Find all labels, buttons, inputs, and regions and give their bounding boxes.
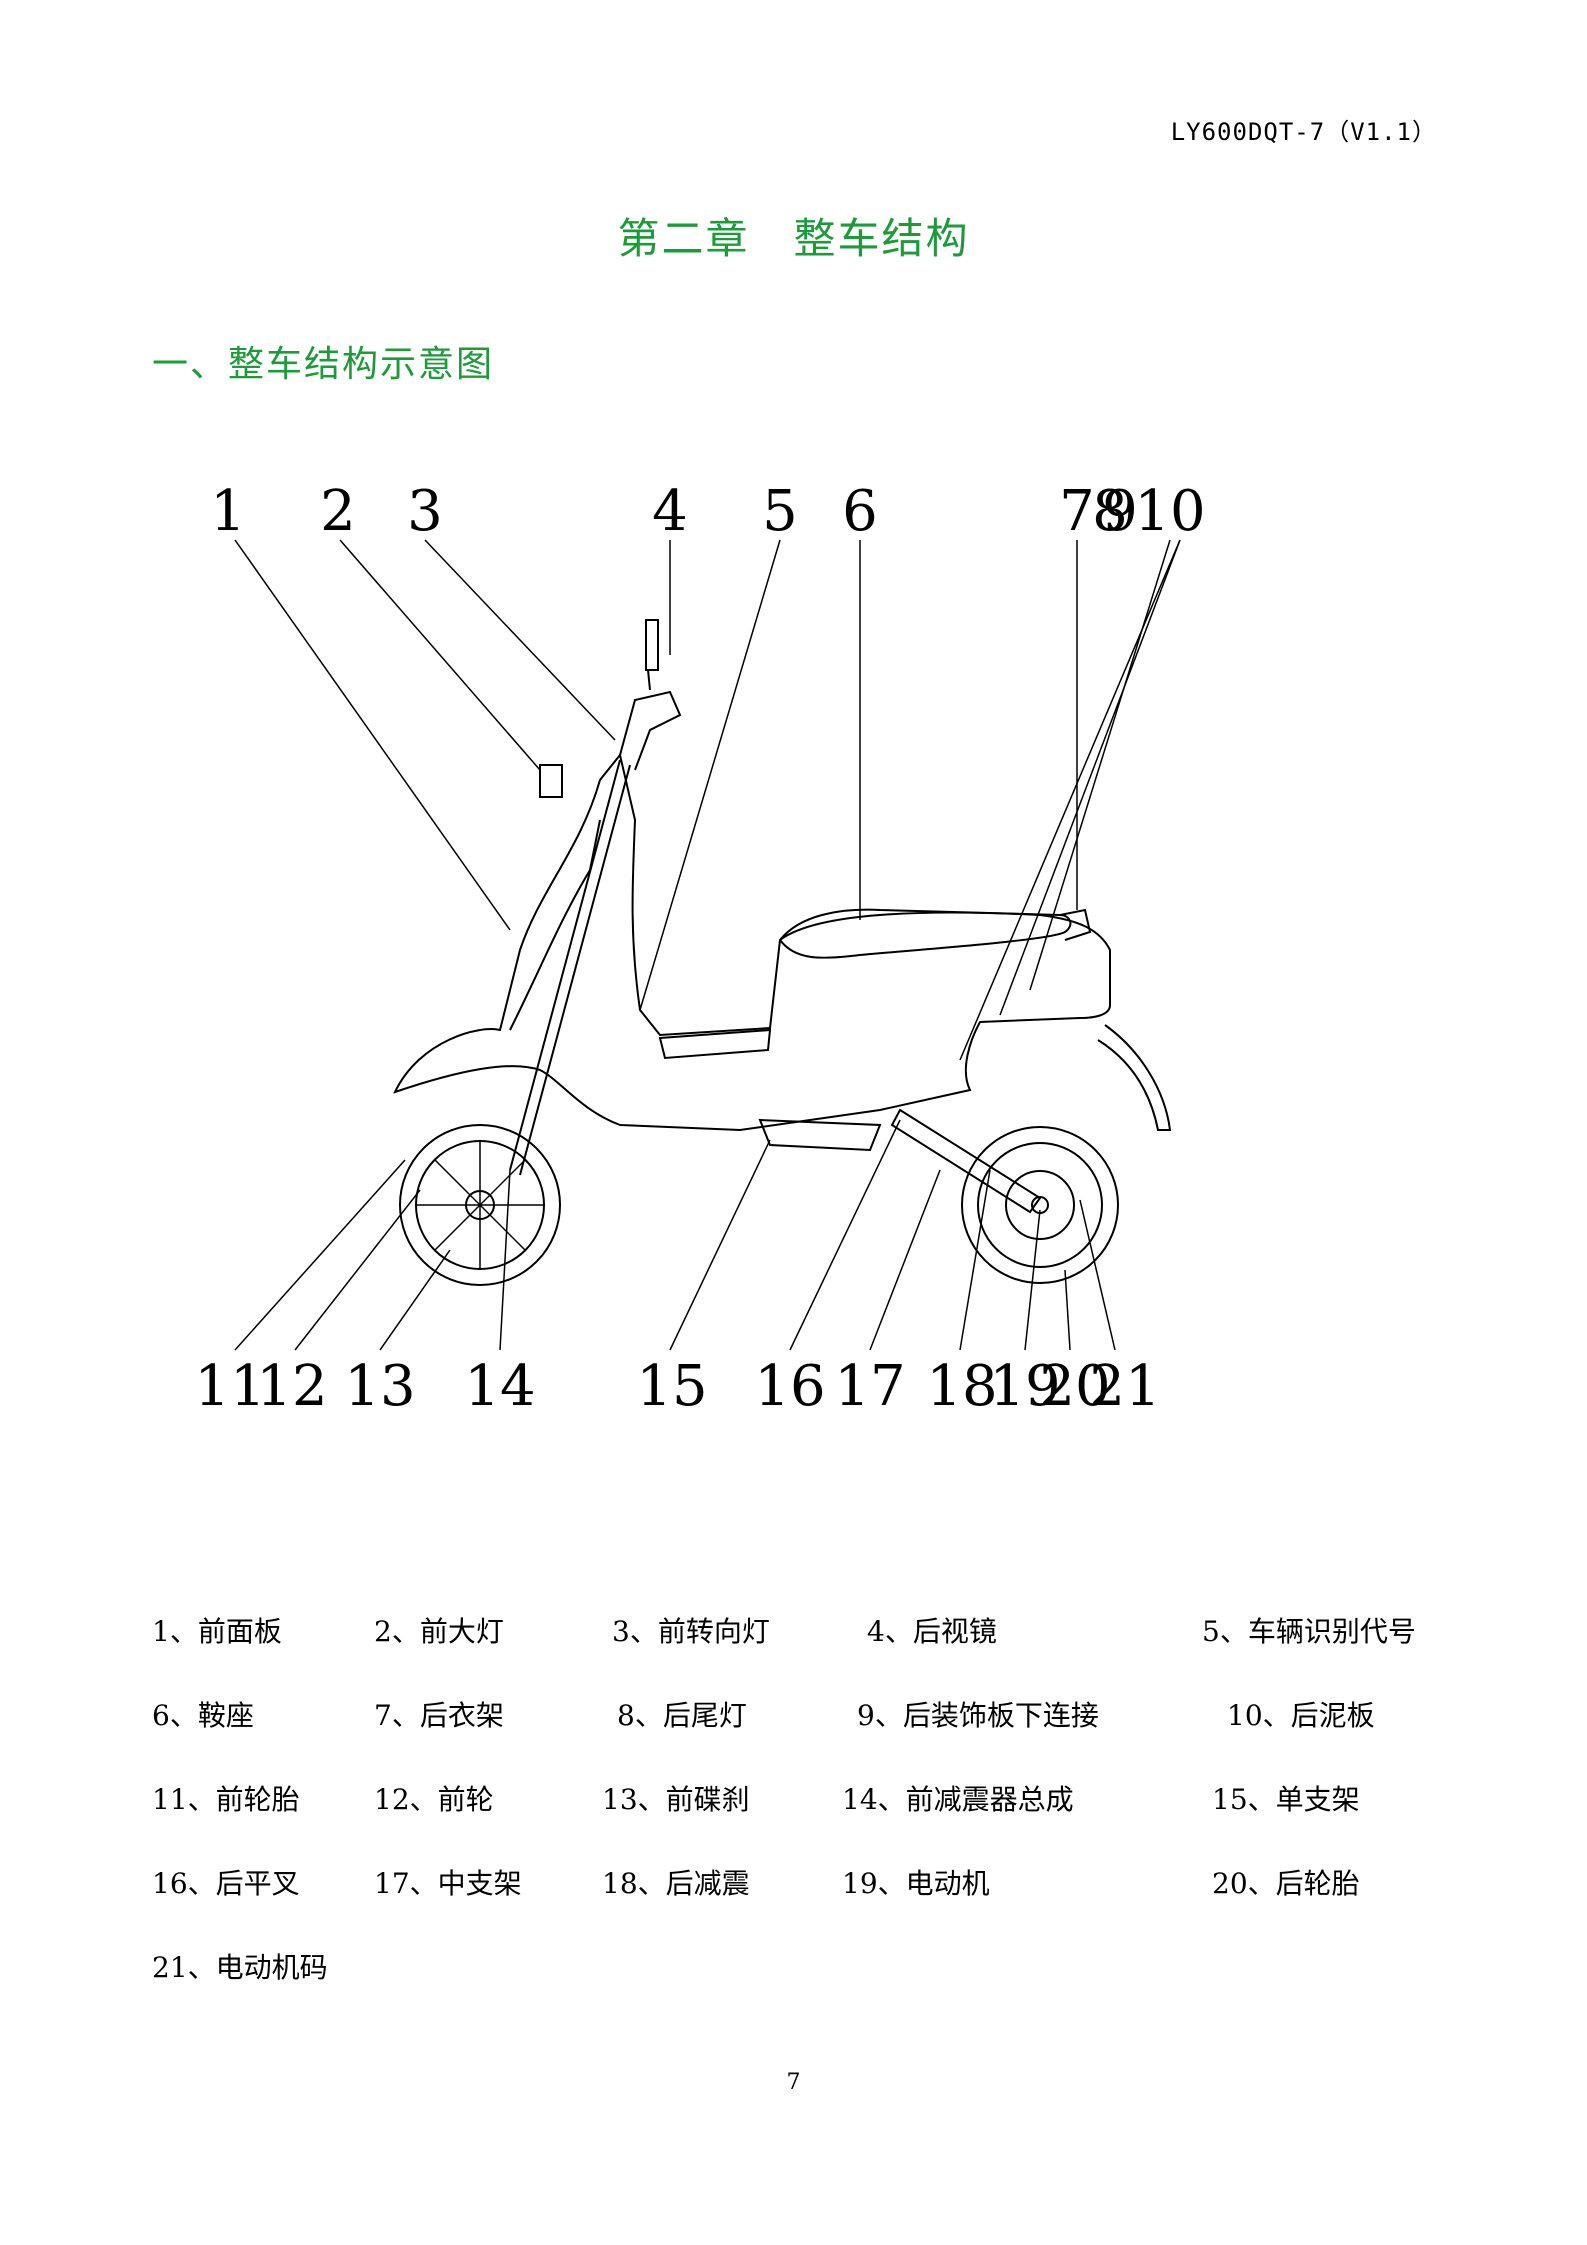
leader-1 (234, 539, 511, 931)
callout-label-13: 13 (344, 1354, 415, 1419)
legend-item: 10、后泥板 (1227, 1699, 1375, 1732)
legend-item: 17、中支架 (374, 1867, 522, 1900)
legend-row: 21、电动机码 (152, 1946, 1452, 2030)
leader-5 (639, 539, 781, 1011)
floorboard (658, 1028, 772, 1060)
callout-label-14: 14 (464, 1354, 535, 1419)
legend-item: 9、后装饰板下连接 (857, 1699, 1099, 1732)
legend-row: 11、前轮胎 12、前轮 13、前碟刹 14、前减震器总成 15、单支架 (152, 1778, 1452, 1862)
leader-8 (1029, 539, 1171, 991)
legend-item: 3、前转向灯 (612, 1615, 770, 1648)
legend-item: 18、后减震 (602, 1867, 750, 1900)
leader-19 (1024, 1209, 1041, 1351)
legend-row: 6、鞍座 7、后衣架 8、后尾灯 9、后装饰板下连接 10、后泥板 (152, 1694, 1452, 1778)
callout-label-11: 11 (194, 1354, 265, 1419)
legend-item: 15、单支架 (1212, 1783, 1360, 1816)
rear-tire (961, 1126, 1119, 1284)
leader-13 (379, 1249, 451, 1351)
callout-label-15: 15 (636, 1354, 707, 1419)
legend-item: 8、后尾灯 (617, 1699, 747, 1732)
leader-9 (999, 539, 1181, 1016)
leader-10 (959, 539, 1181, 1061)
leader-15 (669, 1139, 771, 1351)
leader-2 (339, 539, 541, 771)
rear-rim (977, 1142, 1103, 1268)
legend-item: 4、后视镜 (867, 1615, 997, 1648)
motor-hub (1005, 1170, 1075, 1240)
leader-20 (1064, 1269, 1071, 1351)
rear-mirror (645, 619, 659, 691)
leader-18 (959, 1169, 991, 1351)
legend-item: 19、电动机 (842, 1867, 990, 1900)
callout-label-1: 1 (210, 479, 246, 544)
callout-label-12: 12 (256, 1354, 327, 1419)
legend-item: 20、后轮胎 (1212, 1867, 1360, 1900)
headlight (539, 764, 563, 798)
scooter-diagram-svg: 1 2 3 4 5 6 7 8 9 10 11 12 13 14 15 16 1… (194, 479, 1205, 1419)
legend-item: 21、电动机码 (152, 1951, 328, 1984)
front-fork (509, 759, 631, 1176)
center-stand (758, 1118, 882, 1152)
rear-carrier (1059, 908, 1092, 941)
handlebar (619, 690, 682, 771)
scooter-structure-diagram: 1 2 3 4 5 6 7 8 9 10 11 12 13 14 15 16 1… (180, 470, 1205, 1510)
callout-label-18: 18 (926, 1354, 997, 1419)
legend-item: 1、前面板 (152, 1615, 282, 1648)
legend-item: 12、前轮 (374, 1783, 494, 1816)
leader-14 (499, 1169, 511, 1351)
callout-label-16: 16 (754, 1354, 825, 1419)
leader-3 (424, 539, 616, 741)
callout-label-7: 7 (1059, 479, 1095, 544)
callout-label-6: 6 (842, 479, 878, 544)
callout-label-8: 8 (1092, 479, 1128, 544)
leader-17 (869, 1169, 941, 1351)
legend-item: 13、前碟刹 (602, 1783, 750, 1816)
callout-label-5: 5 (762, 479, 798, 544)
callout-label-19: 19 (989, 1354, 1060, 1419)
callout-label-9: 9 (1102, 479, 1138, 544)
leader-21 (1079, 1199, 1116, 1351)
callout-label-4: 4 (652, 479, 688, 544)
leader-12 (294, 1189, 421, 1351)
chapter-title: 第二章 整车结构 (617, 214, 970, 263)
callout-label-10: 10 (1134, 479, 1205, 544)
leader-16 (789, 1119, 901, 1351)
legend-item: 11、前轮胎 (152, 1783, 300, 1816)
legend-row: 1、前面板 2、前大灯 3、前转向灯 4、后视镜 5、车辆识别代号 (152, 1610, 1452, 1694)
seat (778, 908, 1072, 959)
legend-item: 16、后平叉 (152, 1867, 300, 1900)
legend-item: 14、前减震器总成 (842, 1783, 1074, 1816)
parts-legend: 1、前面板 2、前大灯 3、前转向灯 4、后视镜 5、车辆识别代号 6、鞍座 7… (152, 1610, 1452, 2030)
callout-label-20: 20 (1039, 1354, 1110, 1419)
legend-item: 2、前大灯 (374, 1615, 504, 1648)
front-panel-line (509, 819, 601, 1031)
rear-fender (1097, 1024, 1172, 1131)
callout-label-21: 21 (1089, 1354, 1160, 1419)
legend-item: 6、鞍座 (152, 1699, 254, 1732)
swing-arm (890, 1108, 1042, 1214)
leader-11 (234, 1159, 406, 1351)
legend-row: 16、后平叉 17、中支架 18、后减震 19、电动机 20、后轮胎 (152, 1862, 1452, 1946)
page-number: 7 (786, 2070, 801, 2095)
callout-label-17: 17 (834, 1354, 905, 1419)
legend-item: 7、后衣架 (374, 1699, 504, 1732)
document-code: LY600DQT-7（V1.1） (1170, 118, 1437, 146)
front-tire (399, 1124, 561, 1286)
legend-item: 5、车辆识别代号 (1202, 1615, 1416, 1648)
callout-label-2: 2 (320, 479, 356, 544)
callout-label-3: 3 (407, 479, 443, 544)
section-title: 一、整车结构示意图 (152, 344, 495, 385)
